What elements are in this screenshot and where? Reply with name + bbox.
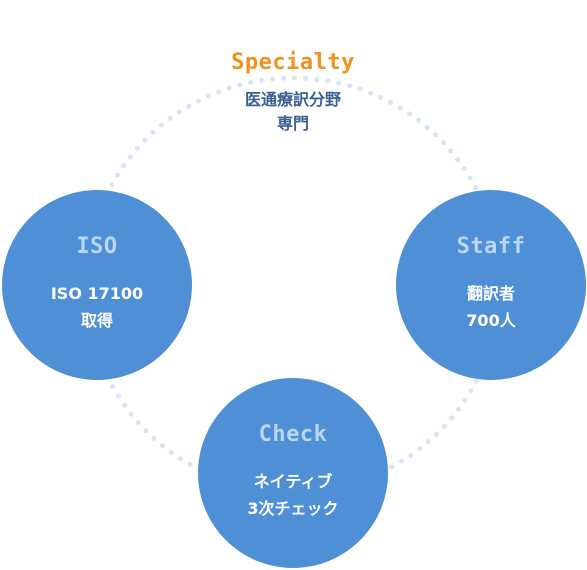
iso-title: ISO: [76, 234, 118, 259]
iso-description: ISO 17100 取得: [50, 284, 144, 330]
specialty-node: Specialty 医通療訳分野 専門: [193, 52, 393, 136]
staff-node: Staff 翻訳者 700人: [396, 190, 586, 380]
check-node: Check ネイティブ 3次チェック: [198, 378, 388, 568]
iso-node: ISO ISO 17100 取得: [2, 190, 192, 380]
check-description: ネイティブ 3次チェック: [247, 472, 339, 518]
staff-title: Staff: [456, 234, 526, 259]
staff-description: 翻訳者 700人: [466, 284, 516, 330]
check-title: Check: [258, 422, 328, 447]
specialty-description: 医通療訳分野 専門: [244, 90, 341, 133]
specialty-title: Specialty: [231, 50, 355, 75]
